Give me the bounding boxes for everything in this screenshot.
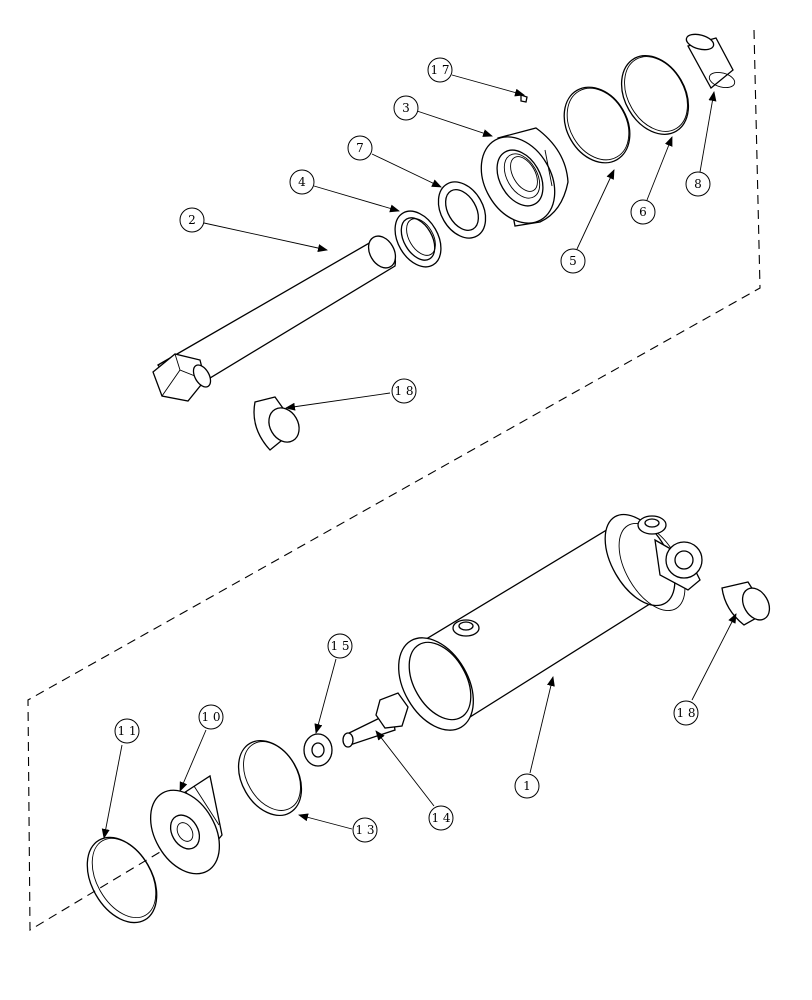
part-17-set-screw <box>520 94 528 103</box>
part-5-o-ring <box>563 86 631 164</box>
callout-18-upper: 1 8 <box>391 378 417 404</box>
svg-text:8: 8 <box>694 177 702 191</box>
svg-text:1: 1 <box>523 779 531 793</box>
part-18-pin-lower <box>721 581 771 626</box>
svg-text:1 3: 1 3 <box>355 823 374 837</box>
callout-11: 1 1 <box>114 718 140 744</box>
svg-text:1 5: 1 5 <box>330 639 349 653</box>
part-18-pin-upper <box>253 396 300 451</box>
callout-13: 1 3 <box>352 817 378 843</box>
callout-3: 3 <box>393 95 419 121</box>
svg-text:3: 3 <box>402 101 410 115</box>
part-1-barrel <box>398 513 703 731</box>
part-11-seal-ring <box>86 836 158 924</box>
part-13-ring <box>237 739 303 817</box>
callout-7: 7 <box>347 135 373 161</box>
svg-text:4: 4 <box>298 175 306 189</box>
part-2-piston-rod <box>152 235 397 402</box>
callout-5: 5 <box>560 248 586 274</box>
callout-6: 6 <box>630 199 656 225</box>
callout-15: 1 5 <box>327 633 353 659</box>
part-8-bushing <box>685 33 736 89</box>
part-3-gland <box>480 127 569 227</box>
part-15-washer <box>303 733 333 767</box>
callout-14: 1 4 <box>428 805 454 831</box>
assembly-boundary-dashed <box>27 29 761 931</box>
svg-text:6: 6 <box>639 205 647 219</box>
part-7-wiper <box>437 181 487 239</box>
svg-text:1 7: 1 7 <box>430 63 449 77</box>
svg-text:1 8: 1 8 <box>394 384 413 398</box>
callout-2: 2 <box>179 207 205 233</box>
svg-text:1 8: 1 8 <box>676 706 695 720</box>
svg-text:1 1: 1 1 <box>117 724 136 738</box>
svg-text:1 0: 1 0 <box>201 710 220 724</box>
callout-17: 1 7 <box>427 57 453 83</box>
callout-8: 8 <box>685 171 711 197</box>
part-4-rod-seal <box>394 210 442 268</box>
svg-text:1 4: 1 4 <box>431 811 450 825</box>
callout-10: 1 0 <box>198 704 224 730</box>
leader-lines <box>101 74 737 839</box>
callout-1: 1 <box>514 773 540 799</box>
part-6-backup-ring <box>620 55 690 135</box>
part-10-piston <box>149 774 223 875</box>
callout-18-lower: 1 8 <box>673 700 699 726</box>
svg-text:5: 5 <box>569 254 577 268</box>
part-14-fitting <box>342 692 409 748</box>
svg-text:2: 2 <box>188 213 196 227</box>
svg-text:7: 7 <box>356 141 364 155</box>
callout-4: 4 <box>289 169 315 195</box>
